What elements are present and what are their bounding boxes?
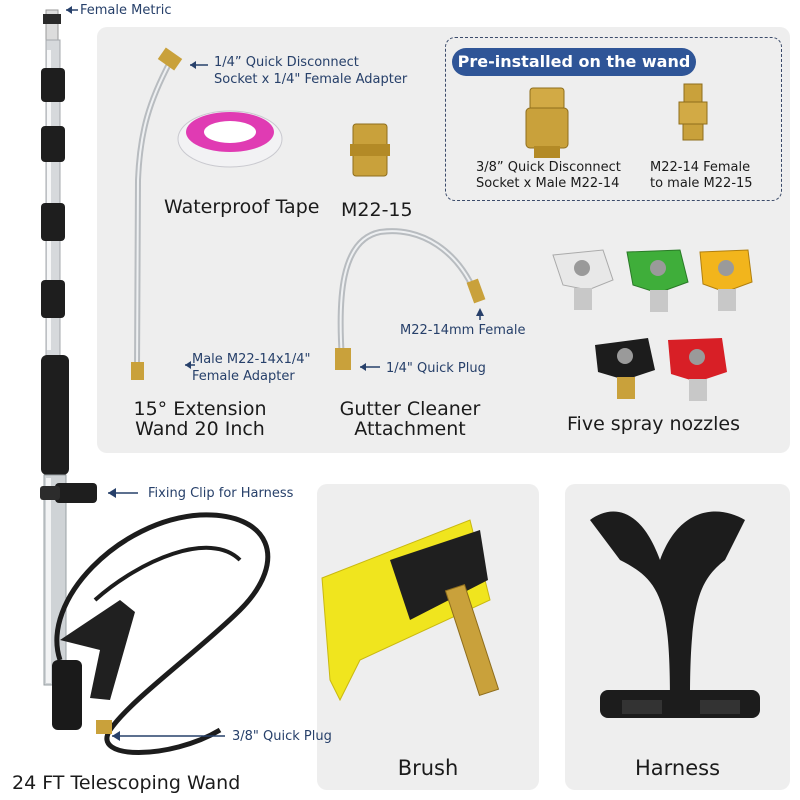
nozzle-yellow — [699, 249, 753, 311]
nozzle-black — [595, 338, 655, 399]
quick-disconnect-socket-label-2: Socket x 1/4" Female Adapter — [214, 72, 408, 87]
quick-disconnect-socket-label-1: 1/4” Quick Disconnect — [214, 55, 359, 70]
nozzle-green — [626, 249, 689, 312]
gutter-cleaner-label-2: Attachment — [354, 418, 466, 440]
preinstalled-title: Pre-installed on the wand — [452, 48, 696, 76]
extension-wand-label-1: 15° Extension — [133, 398, 267, 420]
harness-label: Harness — [634, 756, 721, 780]
m22-14mm-female-label: M22-14mm Female — [400, 323, 526, 338]
preinstalled-box — [445, 37, 782, 201]
accessories-panel — [97, 27, 790, 453]
fixing-clip-label: Fixing Clip for Harness — [148, 486, 294, 501]
five-nozzles-label: Five spray nozzles — [567, 413, 740, 435]
nozzle-red — [668, 338, 727, 401]
quarter-quick-plug-label: 1/4" Quick Plug — [386, 361, 486, 376]
quick-disconnect-m22-label-1: 3/8” Quick Disconnect — [476, 160, 621, 175]
male-adapter-label-2: Female Adapter — [192, 369, 295, 384]
female-metric-label: Female Metric — [80, 3, 172, 18]
gutter-cleaner-label-1: Gutter Cleaner — [339, 398, 481, 420]
three-eighths-plug-label: 3/8" Quick Plug — [232, 729, 332, 744]
nozzle-white — [552, 249, 614, 310]
m22-14-female-label-2: to male M22-15 — [650, 176, 753, 191]
telescoping-wand-label: 24 FT Telescoping Wand — [12, 772, 241, 794]
male-adapter-label-1: Male M22-14x1/4" — [192, 352, 311, 367]
brush-label: Brush — [397, 756, 459, 780]
m22-14-female-label-1: M22-14 Female — [650, 160, 751, 175]
waterproof-tape-label: Waterproof Tape — [164, 196, 320, 218]
quick-disconnect-m22-label-2: Socket x Male M22-14 — [476, 176, 620, 191]
extension-wand-label-2: Wand 20 Inch — [135, 418, 265, 440]
m22-15-label: M22-15 — [341, 199, 413, 221]
